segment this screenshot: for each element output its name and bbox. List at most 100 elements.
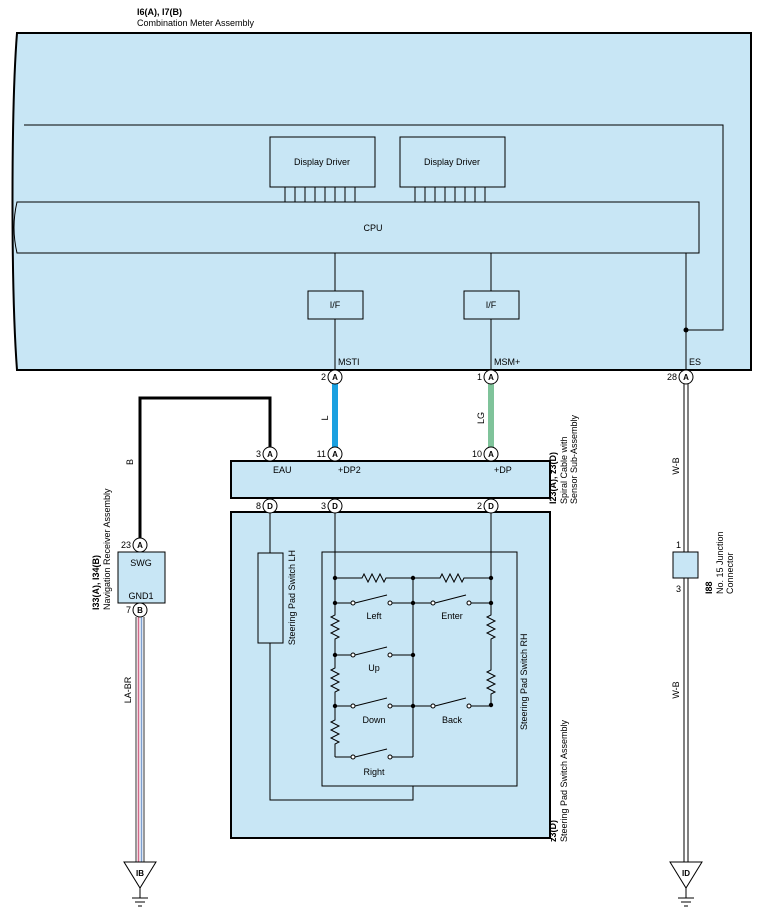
nav-name: Navigation Receiver Assembly (102, 488, 112, 610)
pin-meter-msti: 2 A (321, 369, 343, 385)
switch-back-label: Back (442, 715, 463, 725)
switch-up (335, 646, 413, 658)
pin-spiral-dp: 10 A (472, 446, 499, 462)
pin-spiral-eau: 3 A (256, 446, 278, 462)
meter-name: Combination Meter Assembly (137, 18, 255, 28)
junction-pin-top: 1 (676, 540, 681, 550)
wire-wb-bottom-label: W-B (671, 681, 681, 698)
nav-codes: I33(A), I34(B) (91, 555, 101, 610)
wire-labr-label: LA-BR (123, 676, 133, 703)
es-junction-dot (683, 327, 689, 333)
wire-b-label: B (125, 459, 135, 465)
spiral-cable-box (230, 460, 551, 499)
pin-nav-gnd1: 7 B (126, 602, 148, 618)
spiral-codes: I23(A), z3(D) (548, 452, 558, 504)
display-driver-1-label: Display Driver (294, 157, 350, 167)
svg-text:A: A (683, 373, 689, 382)
svg-text:7: 7 (126, 605, 131, 615)
ground-id-label: ID (682, 869, 690, 878)
svg-text:A: A (332, 450, 338, 459)
switch-down-label: Down (362, 715, 385, 725)
spiral-pin-dp-label: +DP (494, 465, 512, 475)
svg-text:D: D (267, 502, 273, 511)
resistor-left-chain (329, 578, 341, 757)
if-2-block (463, 290, 520, 320)
spiral-name-line2: Sensor Sub-Assembly (569, 414, 579, 504)
cpu-label: CPU (363, 223, 382, 233)
svg-text:28: 28 (667, 372, 677, 382)
switch-up-label: Up (368, 663, 380, 673)
junction-name-line2: Connector (725, 552, 735, 594)
switch-rh-label: Steering Pad Switch RH (519, 633, 529, 730)
ground-ib (123, 861, 157, 907)
meter-internal-bus (24, 124, 724, 331)
wire-lg-label: LG (476, 412, 486, 424)
switch-left (335, 594, 413, 606)
switch-assembly-name: Steering Pad Switch Assembly (559, 719, 569, 842)
pin-switch-3: 3 D (321, 498, 343, 514)
nav-gnd1-label: GND1 (128, 591, 153, 601)
svg-text:2: 2 (477, 501, 482, 511)
if-1-block (307, 290, 364, 320)
ground-id (669, 861, 703, 907)
wire-l-label: L (320, 415, 330, 420)
svg-text:23: 23 (121, 540, 131, 550)
spiral-name-line1: Spiral Cable with (559, 436, 569, 504)
svg-text:A: A (137, 541, 143, 550)
nav-receiver-box (117, 551, 166, 604)
svg-text:8: 8 (256, 501, 261, 511)
svg-text:D: D (332, 502, 338, 511)
display-driver-2-label: Display Driver (424, 157, 480, 167)
resistor-top-right (413, 572, 491, 584)
pin-msm-label: MSM+ (494, 357, 520, 367)
svg-text:11: 11 (317, 449, 326, 459)
switch-down (335, 697, 413, 709)
switch-enter (413, 594, 491, 606)
svg-text:A: A (332, 373, 338, 382)
meter-codes: I6(A), I7(B) (137, 7, 182, 17)
nav-swg-label: SWG (130, 558, 152, 568)
display-driver-2-block (399, 136, 506, 188)
switch-enter-label: Enter (441, 611, 463, 621)
resistor-right-chain (485, 578, 497, 705)
if-2-label: I/F (486, 300, 497, 310)
junction-code: I88 (704, 581, 714, 594)
pin-switch-8: 8 D (256, 498, 278, 514)
spiral-pin-eau-label: EAU (273, 465, 292, 475)
switch-lh-box (257, 552, 284, 644)
pin-es-label: ES (689, 357, 701, 367)
switch-rh-box (321, 551, 518, 787)
junction-pin-bottom: 3 (676, 584, 681, 594)
svg-text:3: 3 (321, 501, 326, 511)
rh-junction-dots (332, 575, 494, 709)
svg-text:3: 3 (256, 449, 261, 459)
pin-meter-es: 28 A (667, 369, 694, 385)
ground-ib-label: IB (136, 869, 144, 878)
spiral-pin-dp2-label: +DP2 (338, 465, 361, 475)
pin-meter-msm: 1 A (477, 369, 499, 385)
svg-text:D: D (488, 502, 494, 511)
wire-b (138, 396, 272, 538)
svg-text:1: 1 (477, 372, 482, 382)
svg-text:10: 10 (472, 449, 482, 459)
svg-text:A: A (267, 450, 273, 459)
switch-right-label: Right (363, 767, 385, 777)
display-driver-1-block (269, 136, 376, 188)
switch-right (335, 748, 413, 760)
switch-left-label: Left (366, 611, 382, 621)
driver-bus-lines (284, 187, 486, 202)
switch-back (413, 697, 491, 709)
resistor-top-left (335, 572, 413, 584)
switch-assembly-codes: z3(D) (548, 820, 558, 842)
junction-connector-box (672, 551, 699, 579)
cpu-block (13, 201, 700, 254)
pin-switch-2: 2 D (477, 498, 499, 514)
junction-name-line1: No. 15 Junction (715, 531, 725, 594)
svg-text:B: B (137, 606, 143, 615)
pin-nav-swg: 23 A (121, 537, 148, 553)
svg-text:2: 2 (321, 372, 326, 382)
svg-text:A: A (488, 373, 494, 382)
wire-wb-top-label: W-B (671, 457, 681, 474)
switch-lh-label: Steering Pad Switch LH (287, 550, 297, 645)
